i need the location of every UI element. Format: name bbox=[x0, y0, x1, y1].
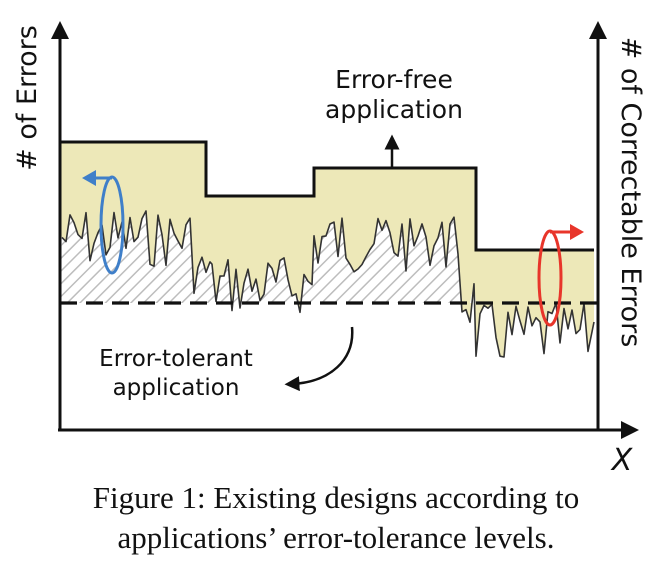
y-axis-label-left: # of Errors bbox=[12, 25, 43, 171]
x-axis-label: X bbox=[610, 443, 634, 478]
error-free-label-line2: application bbox=[325, 95, 463, 124]
caption-line-1: Figure 1: Existing designs according to bbox=[92, 480, 580, 515]
correctable-error-band bbox=[60, 142, 594, 357]
caption-line-2: applications’ error-tolerance levels. bbox=[117, 520, 555, 555]
hatched-tolerance-region bbox=[60, 211, 594, 303]
right-design-arrow-icon bbox=[537, 224, 584, 327]
error-tolerant-curved-arrow bbox=[284, 326, 354, 392]
error-free-label-line1: Error-free bbox=[335, 65, 453, 94]
error-free-step-line bbox=[60, 140, 594, 252]
left-design-arrow-icon bbox=[82, 170, 125, 275]
error-tolerant-label-line1: Error-tolerant bbox=[99, 346, 253, 372]
figure-caption: Figure 1: Existing designs according to … bbox=[0, 478, 672, 558]
y-axis-label-right: # of Correctable Errors bbox=[615, 37, 646, 348]
error-tolerant-label-line2: application bbox=[113, 375, 240, 401]
error-count-curve bbox=[61, 210, 595, 358]
